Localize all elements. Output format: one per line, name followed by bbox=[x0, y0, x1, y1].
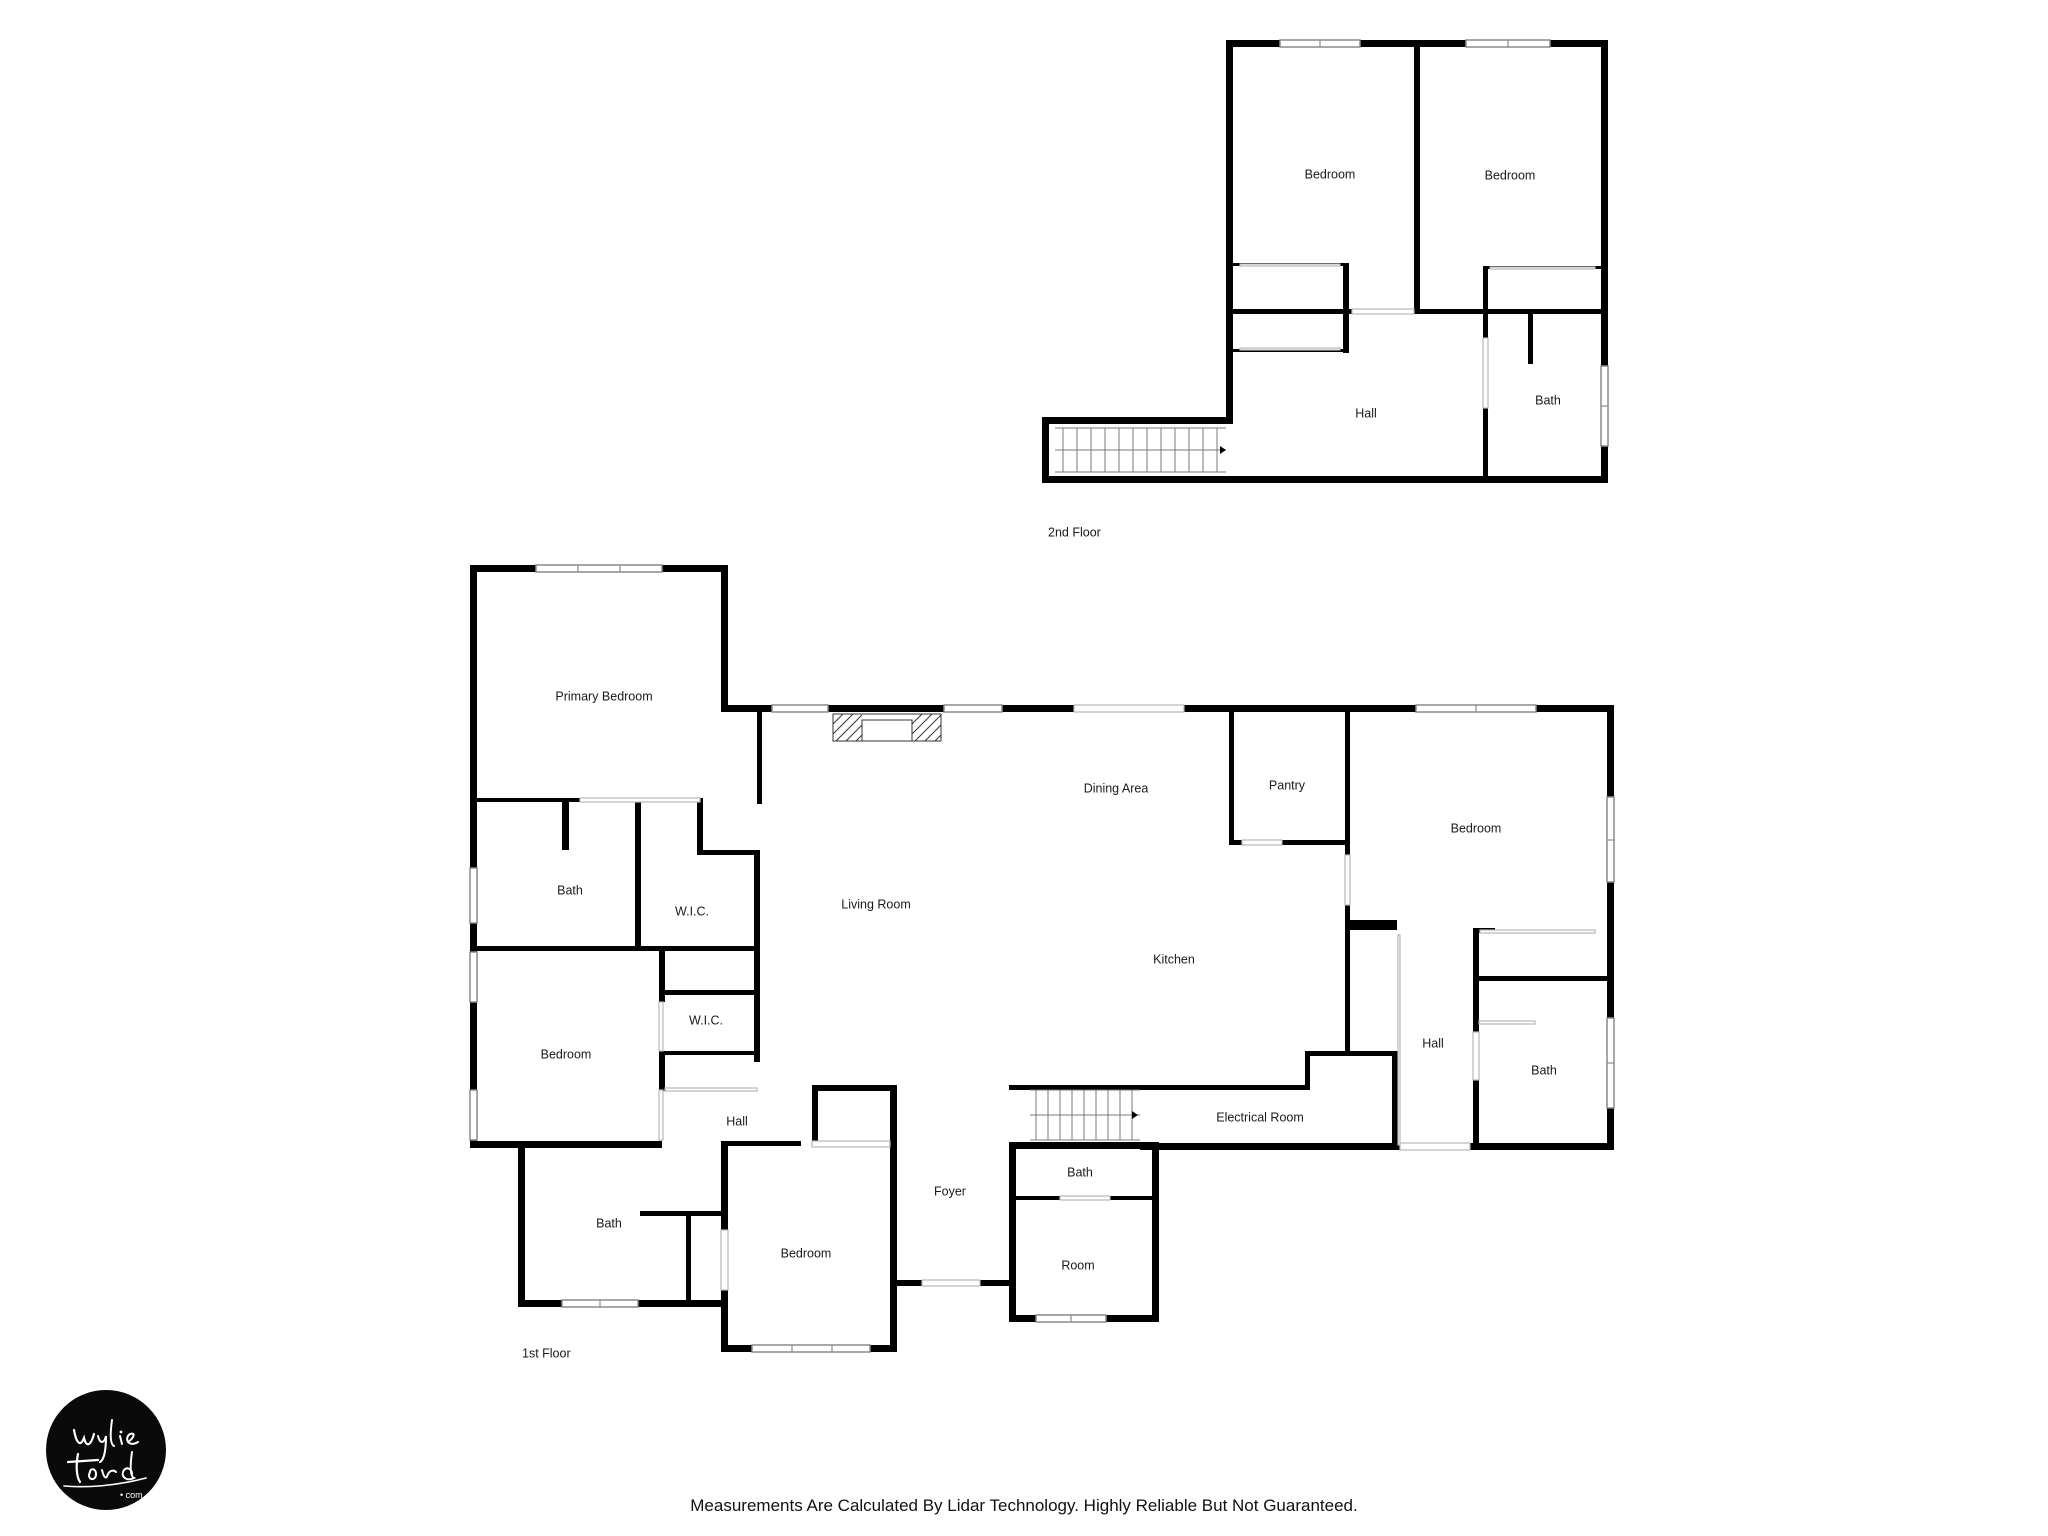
room-label: Pantry bbox=[1269, 778, 1306, 792]
floor-label: 2nd Floor bbox=[1048, 525, 1101, 539]
first-floor-plan: Primary Bedroom Bath W.I.C. W.I.C. Bedro… bbox=[469, 564, 1615, 1360]
room-label: Hall bbox=[726, 1114, 748, 1128]
room-label: Bedroom bbox=[781, 1246, 832, 1260]
room-label: Hall bbox=[1422, 1036, 1444, 1050]
room-label: Kitchen bbox=[1153, 952, 1195, 966]
room-label: Bath bbox=[1535, 393, 1561, 407]
logo-script-mark: • com bbox=[63, 1419, 147, 1500]
second-floor-plan: Bedroom Bedroom Hall Bath 2nd Floor bbox=[1042, 39, 1609, 539]
disclaimer-text: Measurements Are Calculated By Lidar Tec… bbox=[690, 1496, 1358, 1515]
floor-label: 1st Floor bbox=[522, 1346, 571, 1360]
room-label: Room bbox=[1061, 1258, 1094, 1272]
room-label: Bedroom bbox=[541, 1047, 592, 1061]
room-label: Dining Area bbox=[1084, 781, 1149, 795]
room-label: Bedroom bbox=[1451, 821, 1502, 835]
fireplace-icon bbox=[832, 713, 942, 742]
room-label: Hall bbox=[1355, 406, 1377, 420]
room-label: W.I.C. bbox=[675, 904, 709, 918]
room-label: Primary Bedroom bbox=[555, 689, 652, 703]
stairs-1st-floor bbox=[1030, 1089, 1140, 1141]
room-label: Bath bbox=[596, 1216, 622, 1230]
room-label: Living Room bbox=[841, 897, 910, 911]
room-label: Foyer bbox=[934, 1184, 966, 1198]
room-label: Bedroom bbox=[1485, 168, 1536, 182]
room-label: W.I.C. bbox=[689, 1013, 723, 1027]
room-label: Bath bbox=[557, 883, 583, 897]
brand-logo: • com bbox=[46, 1390, 166, 1510]
room-label: Electrical Room bbox=[1216, 1110, 1304, 1124]
room-label: Bath bbox=[1531, 1063, 1557, 1077]
stairs-2nd-floor bbox=[1055, 427, 1226, 473]
svg-text:• com: • com bbox=[120, 1490, 143, 1500]
room-label: Bedroom bbox=[1305, 167, 1356, 181]
room-label: Bath bbox=[1067, 1165, 1093, 1179]
